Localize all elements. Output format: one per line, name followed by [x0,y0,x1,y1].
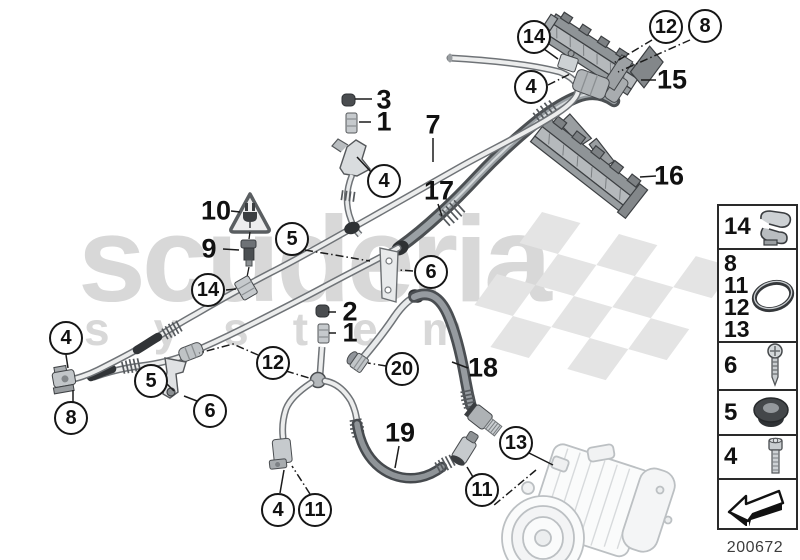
legend-row-4[interactable]: 4 [719,436,796,480]
callout-11-bottom[interactable]: 11 [298,493,332,527]
ac-compressor [501,443,676,560]
label-19[interactable]: 19 [384,417,416,448]
legend-row-14[interactable]: 14 [719,206,796,250]
top-fitting [572,69,610,100]
elbow-fitting-19 [450,430,479,466]
callout-4-top[interactable]: 4 [514,70,548,104]
callout-8-left[interactable]: 8 [54,401,88,435]
warning-triangle [229,192,271,234]
pipe-end-clamp [51,364,77,395]
callout-4-left[interactable]: 4 [49,321,83,355]
callout-6-left[interactable]: 6 [193,394,227,428]
label-2[interactable]: 2 [342,296,358,327]
label-1-top[interactable]: 1 [376,106,392,137]
callout-14-top[interactable]: 14 [517,20,551,54]
callout-4-mid[interactable]: 4 [367,164,401,198]
label-3[interactable]: 3 [376,84,392,115]
o-ring-icon [751,279,794,312]
service-valve-top [331,93,372,238]
diagram-number: 200672 [726,539,784,556]
callout-8-top[interactable]: 8 [688,9,722,43]
hose-20 [358,293,419,363]
ring-fitting-20 [346,351,369,373]
legend-row-5[interactable]: 5 [719,391,796,436]
hose-18 [408,288,477,412]
direction-arrow-icon [727,489,784,526]
line-clamp-top [557,49,579,73]
pipe-clamp-icon [759,210,791,246]
elbow-fitting-bottom [268,437,293,470]
watermark-brand: scuderia [78,191,552,327]
pipe-branch-left [279,379,315,441]
service-valve-mid [309,304,330,389]
legend-row-arrow[interactable] [719,480,796,528]
label-15[interactable]: 15 [656,64,688,95]
pipe-clamp-mid [234,275,258,301]
hose-19 [351,418,448,484]
callout-4-bottom[interactable]: 4 [261,493,295,527]
callout-11-right[interactable]: 11 [465,473,499,507]
callout-13[interactable]: 13 [499,426,533,460]
callout-5-top[interactable]: 5 [275,222,309,256]
condenser-flange [602,54,634,92]
label-16[interactable]: 16 [653,160,685,191]
label-1-mid[interactable]: 1 [342,317,358,348]
grommet-icon [753,396,789,427]
callout-20[interactable]: 20 [385,352,419,386]
legend-number: 14 [724,213,751,240]
label-7[interactable]: 7 [425,109,441,140]
legend-number: 4 [724,443,738,470]
legend-row-8-11-12-13[interactable]: 8 11 12 13 [719,250,796,343]
callout-14-mid[interactable]: 14 [191,273,225,307]
label-9[interactable]: 9 [201,233,217,264]
label-18[interactable]: 18 [467,352,499,383]
label-17[interactable]: 17 [423,175,455,206]
pipe-branch-right [321,377,361,425]
socket-bolt-icon [768,437,783,474]
center-bracket [379,247,399,303]
callout-12-top[interactable]: 12 [649,10,683,44]
pipe-sleeve [178,342,204,362]
legend-table: 14 8 11 12 13 6 [717,204,798,530]
temperature-sensor [240,231,257,278]
callout-12-left[interactable]: 12 [256,346,290,380]
legend-number: 5 [724,398,738,426]
legend-row-6[interactable]: 6 [719,343,796,391]
callout-6-mid[interactable]: 6 [414,255,448,289]
legend-number: 6 [724,352,738,379]
legend-number-group: 8 11 12 13 [724,249,750,342]
leader-lines [65,39,691,507]
label-10[interactable]: 10 [200,195,232,226]
bracket-16 [529,113,649,220]
union-nut-18 [464,402,503,437]
tapping-screw-icon [767,343,783,387]
callout-5-left[interactable]: 5 [134,364,168,398]
